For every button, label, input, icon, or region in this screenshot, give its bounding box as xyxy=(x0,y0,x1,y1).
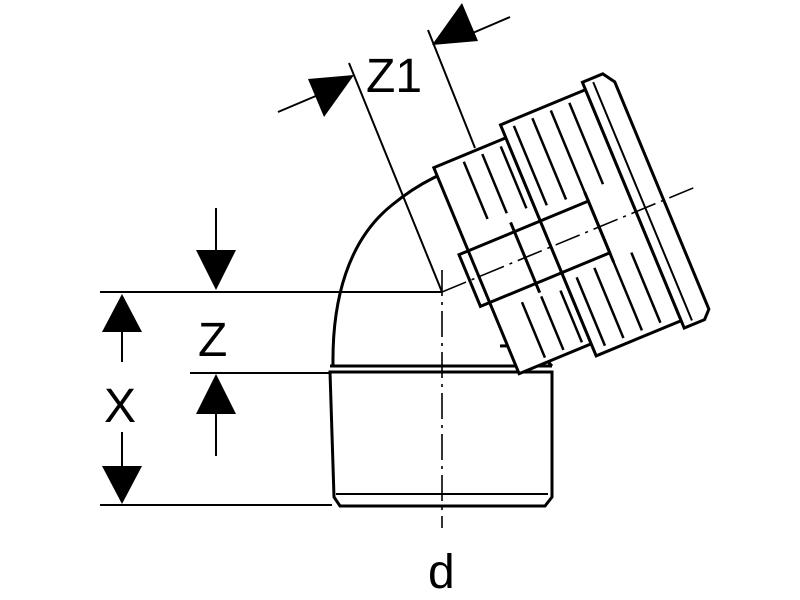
x-dimension xyxy=(102,294,142,504)
ribs-upper xyxy=(462,102,605,220)
x-label: X xyxy=(104,380,136,433)
angled-socket xyxy=(431,72,711,376)
z1-label: Z1 xyxy=(366,50,422,103)
z-dimension xyxy=(196,208,236,456)
z1-dimension xyxy=(277,3,511,293)
d-label: d xyxy=(428,546,455,599)
z-label: Z xyxy=(198,314,227,367)
angled-centre-line xyxy=(441,185,699,293)
lower-socket xyxy=(328,364,554,508)
ribs-lower xyxy=(520,252,662,359)
